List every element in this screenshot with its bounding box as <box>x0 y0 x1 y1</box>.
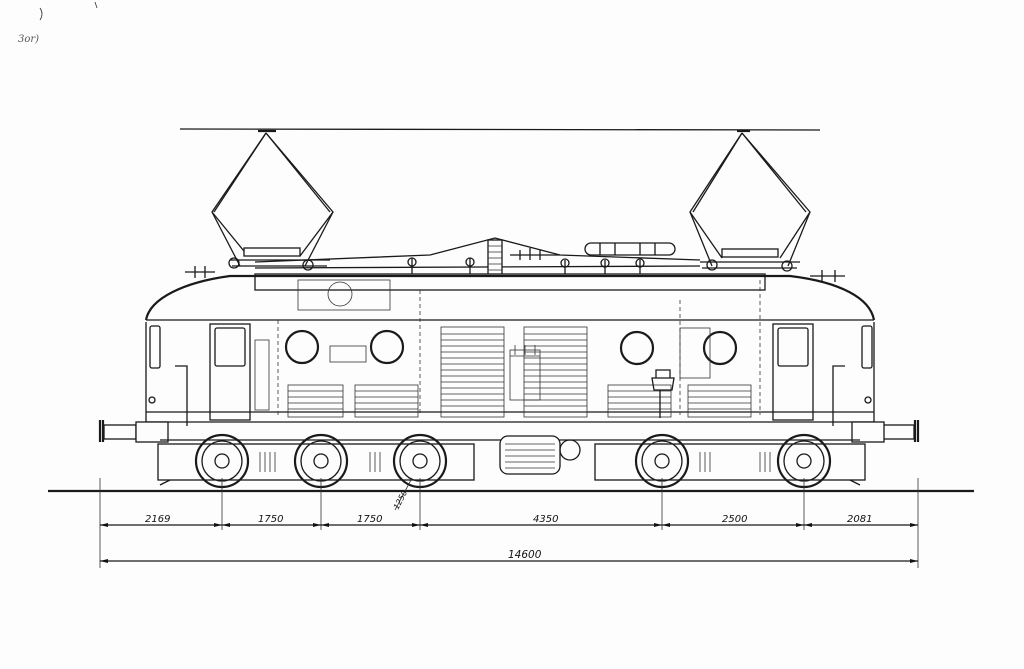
roof-equipment <box>185 237 845 291</box>
dim-segment-6: 2081 <box>847 514 872 525</box>
dim-segment-1: 2169 <box>145 514 170 525</box>
catenary-wire <box>179 128 821 131</box>
buffers <box>98 420 920 443</box>
pencil-marks <box>39 1 98 21</box>
dim-total: 14600 <box>508 549 542 561</box>
dimension-lines <box>99 477 919 568</box>
locomotive-body <box>144 274 876 426</box>
corner-note: 3or) <box>18 34 39 45</box>
dim-segment-3: 1750 <box>357 514 382 525</box>
underframe <box>157 435 866 486</box>
dim-segment-2: 1750 <box>258 514 283 525</box>
dim-segment-5: 2500 <box>722 514 747 525</box>
dim-segment-4: 4350 <box>533 514 558 525</box>
pantograph-left <box>211 129 334 271</box>
pantograph-right <box>689 129 811 272</box>
